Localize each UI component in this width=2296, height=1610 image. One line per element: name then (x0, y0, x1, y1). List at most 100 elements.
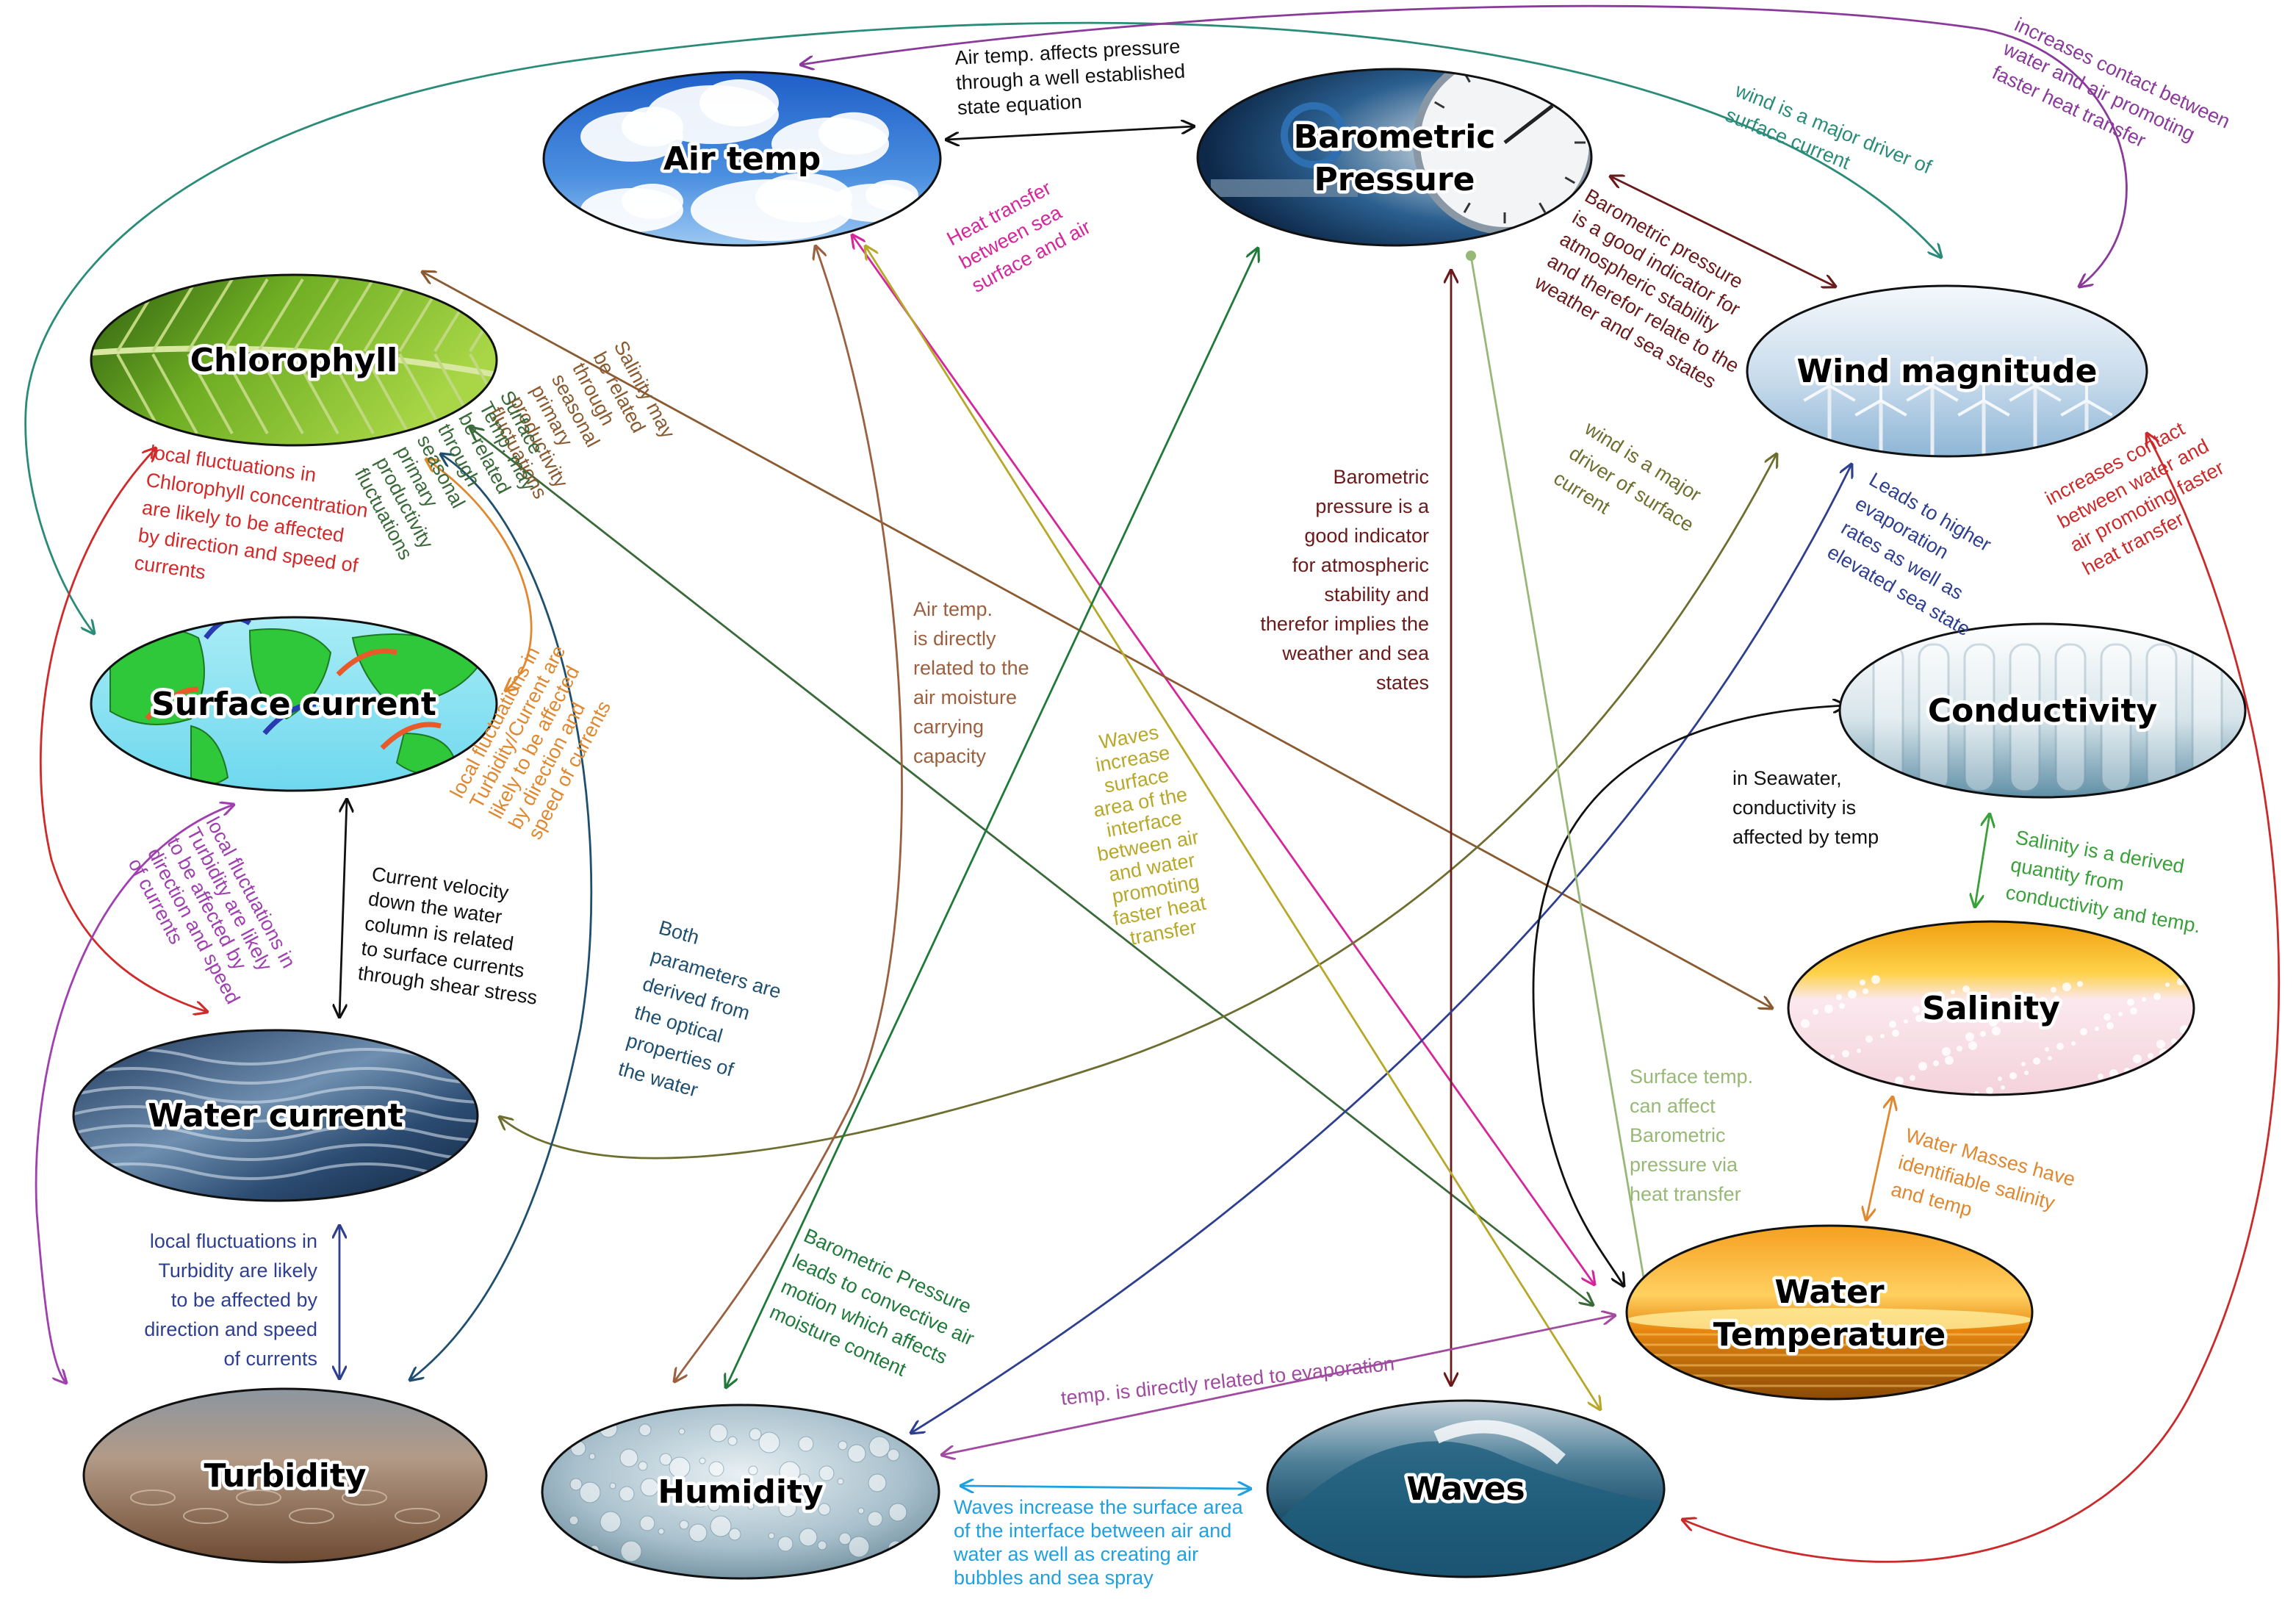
node-label-line: Humidity (658, 1473, 823, 1511)
edge-label-line: therefor implies the (1260, 613, 1429, 635)
node-chlorophyll: Chlorophyll (90, 273, 498, 447)
node-waves: Waves (1266, 1399, 1666, 1578)
edge-label-line: weather and sea (1281, 642, 1430, 664)
edge-label-line: heat transfer (1630, 1183, 1741, 1205)
node-conductivity: Conductivity (1838, 622, 2247, 799)
edge-label-line: bubbles and sea spray (954, 1567, 1154, 1589)
edge-label-air-temp-to-pressure: Air temp. affects pressurethrough a well… (954, 35, 1187, 119)
node-image-chlorophyll (91, 275, 497, 445)
edge-turbidity-surface-current (426, 459, 533, 691)
edge-air-temp-to-pressure (946, 126, 1194, 140)
edge-wind-water-temp (1683, 434, 2281, 1563)
edge-label-line: of currents (223, 1348, 317, 1370)
edge-label-line: to be affected by (171, 1289, 318, 1311)
edge-label-waves-air-temp: Wavesincreasesurfacearea of theinterface… (1076, 717, 1216, 952)
edge-label-line: capacity (913, 745, 987, 767)
node-label-line: Surface current (151, 686, 436, 723)
node-image-wind-magnitude (1747, 286, 2147, 456)
edge-label-line: stability and (1324, 583, 1429, 605)
node-surface-current: Surface current (90, 616, 498, 792)
node-salinity: Salinity (1787, 920, 2195, 1096)
node-label-line: Air temp (663, 140, 821, 178)
node-label-line: Conductivity (1928, 692, 2157, 730)
node-outline (541, 1404, 940, 1580)
edge-label-line: related to the (913, 657, 1029, 679)
edge-label-water-masses: Water Masses haveidentifiable salinityan… (1889, 1124, 2078, 1245)
edge-water-masses (1866, 1097, 1893, 1220)
node-label-line: Turbidity (204, 1457, 366, 1495)
node-outline (1266, 1399, 1666, 1578)
node-label-wind-magnitude: Wind magnitude (1797, 353, 2098, 390)
edge-label-line: carrying (913, 716, 984, 738)
node-label-waves: Waves (1406, 1470, 1525, 1508)
edge-pressure-humidity (726, 248, 1258, 1387)
edge-label-line: Barometric (1333, 466, 1429, 488)
edge-label-line: state equation (957, 90, 1082, 119)
node-air-temp: Air temp (542, 71, 942, 247)
edge-surface-temp-pressure (1469, 255, 1647, 1299)
node-turbidity: Turbidity (82, 1387, 488, 1564)
node-outline (1746, 284, 2148, 458)
edge-label-shear-stress: Current velocitydown the watercolumn is … (356, 863, 553, 1009)
edge-label-line: can affect (1630, 1095, 1716, 1117)
node-humidity: Humidity (541, 1404, 940, 1580)
edge-air-temp-humidity (674, 246, 903, 1381)
node-image-turbidity (84, 1389, 486, 1562)
node-wind-magnitude: Wind magnitude (1746, 284, 2148, 458)
edge-label-heat-transfer-sea-air: Heat transferbetween seasurface and air (943, 169, 1095, 297)
edge-label-line: currents (133, 552, 207, 583)
edge-label-line: direction and speed (144, 1318, 317, 1340)
node-label-surface-current: Surface current (151, 686, 436, 723)
edges-layer (24, 4, 2281, 1563)
node-label-line: Water current (148, 1097, 403, 1135)
edge-shear-stress (339, 799, 347, 1017)
node-label-turbidity: Turbidity (204, 1457, 366, 1495)
edge-label-line: pressure via (1630, 1154, 1738, 1176)
edge-label-wind-contact-heat: increases contact betweenwater and air p… (1988, 13, 2234, 181)
edge-waves-humidity (961, 1486, 1250, 1489)
edge-optical-properties (410, 454, 593, 1380)
node-label-line: Salinity (1922, 990, 2060, 1027)
edge-label-line: is directly (913, 628, 996, 650)
node-label-line: Chlorophyll (190, 342, 398, 379)
edge-label-line: for atmospheric (1292, 554, 1429, 576)
node-outline (542, 71, 942, 247)
edge-wind-contact-heat (801, 4, 2128, 287)
node-label-air-temp: Air temp (663, 140, 821, 178)
edge-label-line: good indicator (1304, 525, 1429, 547)
edge-label-chlorophyll-currents: local fluctuations inChlorophyll concent… (133, 441, 373, 605)
edge-salinity-derived (1975, 814, 1990, 907)
edge-label-line: Barometric (1630, 1124, 1726, 1146)
edge-label-line: conductivity is (1732, 797, 1856, 819)
edge-label-line: Both (656, 916, 702, 949)
edge-label-line: air moisture (913, 686, 1017, 708)
edge-turbidity-currents-purple (35, 805, 234, 1383)
node-image-conductivity (1840, 624, 2245, 797)
edge-label-line: pressure is a (1315, 495, 1430, 517)
edge-label-line: temp. is directly related to evaporation (1059, 1352, 1395, 1409)
edge-label-pressure-humidity: Barometric Pressureleads to convective a… (766, 1224, 989, 1401)
node-image-humidity (542, 1405, 939, 1578)
node-water-current: Water current (72, 1029, 479, 1202)
edge-label-salinity-derived: Salinity is a derivedquantity fromconduc… (2004, 826, 2212, 937)
edge-label-wind-to-surface-current: wind is a major driver ofsurface current (1721, 79, 1935, 203)
node-outline (1196, 68, 1593, 247)
edge-waves-air-temp (866, 246, 1600, 1409)
edge-pressure-wind-stability (1611, 176, 1835, 287)
node-label-water-current: Water current (148, 1097, 403, 1135)
edge-label-pressure-wind-stability: Barometric pressureis a good indicator f… (1530, 184, 1780, 399)
node-image-air-temp (544, 72, 940, 245)
node-outline (90, 616, 498, 792)
edge-label-line: water as well as creating air (953, 1543, 1198, 1565)
node-label-line: Waves (1406, 1470, 1525, 1508)
node-outline (1838, 622, 2247, 799)
